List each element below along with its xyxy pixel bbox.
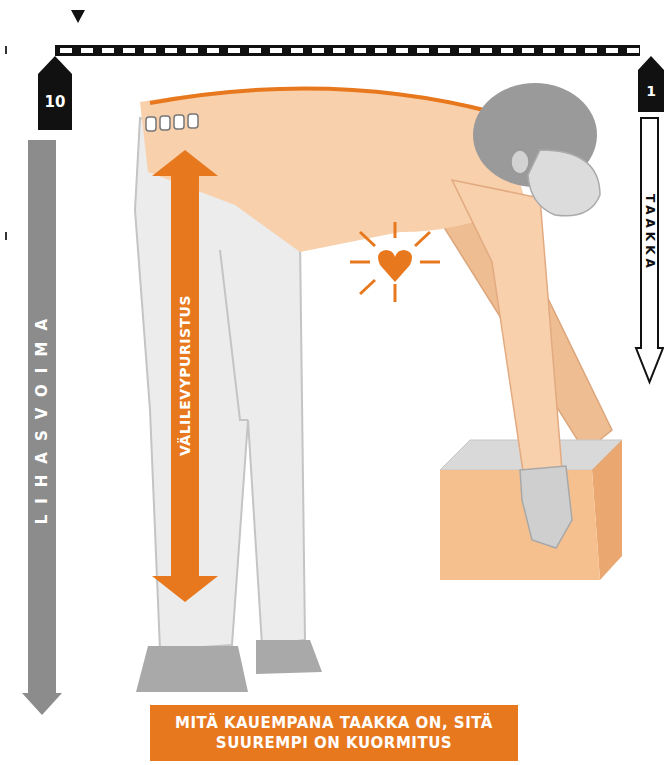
lever-cell: [417, 48, 429, 53]
lever-cell: [207, 48, 219, 53]
lever-cell: [354, 48, 366, 53]
arrow-text-area: VÄLILEVYPURISTUS: [152, 176, 218, 576]
lever-cell: [606, 48, 618, 53]
lever-cell: [522, 48, 534, 53]
shoe: [136, 646, 248, 692]
pain-ray: [420, 261, 440, 264]
caption-text: MITÄ KAUEMPANA TAAKKA ON, SITÄ SUUREMPI …: [170, 713, 498, 753]
hand: [520, 466, 572, 548]
lever-cell: [564, 48, 576, 53]
lever-cell: [375, 48, 387, 53]
vertebra: [160, 116, 170, 130]
lever-cell: [270, 48, 282, 53]
lever-cell: [228, 48, 240, 53]
pain-ray: [415, 232, 430, 246]
force-arrow-up: 1: [638, 56, 664, 112]
box-front: [440, 470, 600, 580]
lever-cell: [312, 48, 324, 53]
tick-mark: [5, 46, 7, 54]
arrow-shape: [152, 150, 218, 602]
pain-ray: [360, 280, 375, 294]
muscle-force-arrow: LIHASVOIMA: [22, 140, 62, 715]
tick-mark: [5, 232, 7, 240]
trouser-crease: [220, 250, 248, 420]
arrow-text-area: LIHASVOIMA: [22, 140, 62, 693]
arrow-text-area: TAAKKA: [636, 118, 663, 348]
force-number: 10: [45, 95, 66, 110]
lever-cell: [585, 48, 597, 53]
lever-cells: [60, 48, 639, 53]
arrow-shape: [636, 118, 663, 382]
lever-cell: [333, 48, 345, 53]
arrow-text-area: 1: [638, 70, 664, 112]
arrow-shape: [638, 56, 664, 112]
caption-band: MITÄ KAUEMPANA TAAKKA ON, SITÄ SUUREMPI …: [150, 705, 518, 761]
face: [528, 150, 600, 216]
pain-heart: [378, 250, 412, 282]
ear: [511, 150, 529, 174]
vertebra: [174, 115, 184, 129]
lever-cell: [60, 48, 72, 53]
lever-cell: [459, 48, 471, 53]
pain-ray: [350, 261, 370, 264]
vertebra: [146, 117, 156, 131]
lever-cell: [291, 48, 303, 53]
force-number: 1: [646, 84, 656, 98]
lever-cell: [627, 48, 639, 53]
lever-bar: [55, 45, 640, 56]
lever-cell: [438, 48, 450, 53]
front-arm: [452, 180, 562, 478]
lever-cell: [480, 48, 492, 53]
pain-ray: [394, 222, 397, 238]
lever-cell: [501, 48, 513, 53]
arrow-label: TAAKKA: [644, 194, 656, 272]
fulcrum-triangle: [71, 10, 85, 23]
lever-cell: [102, 48, 114, 53]
lever-cell: [144, 48, 156, 53]
lever-cell: [81, 48, 93, 53]
pain-rays: [350, 222, 440, 302]
lever-cell: [186, 48, 198, 53]
shoe: [256, 640, 322, 674]
disc-compression-arrow: VÄLILEVYPURISTUS: [152, 150, 218, 602]
vertebra: [188, 114, 198, 128]
arrow-text-area: 10: [38, 74, 72, 130]
lever-cell: [165, 48, 177, 53]
load-arrow: TAAKKA: [636, 118, 663, 382]
arrow-outline: [38, 56, 72, 130]
lever-cell: [396, 48, 408, 53]
force-arrow-up: 10: [38, 56, 72, 130]
spine-line: [150, 88, 492, 112]
lever-cell: [249, 48, 261, 53]
lever-cell: [123, 48, 135, 53]
arrow-shape: [22, 140, 62, 715]
arrow-label: VÄLILEVYPURISTUS: [178, 295, 192, 456]
arrow-shape: [38, 56, 72, 130]
lever-cell: [543, 48, 555, 53]
pain-ray: [394, 284, 397, 302]
pain-ray: [360, 232, 375, 246]
arrow-label: LIHASVOIMA: [35, 308, 50, 524]
